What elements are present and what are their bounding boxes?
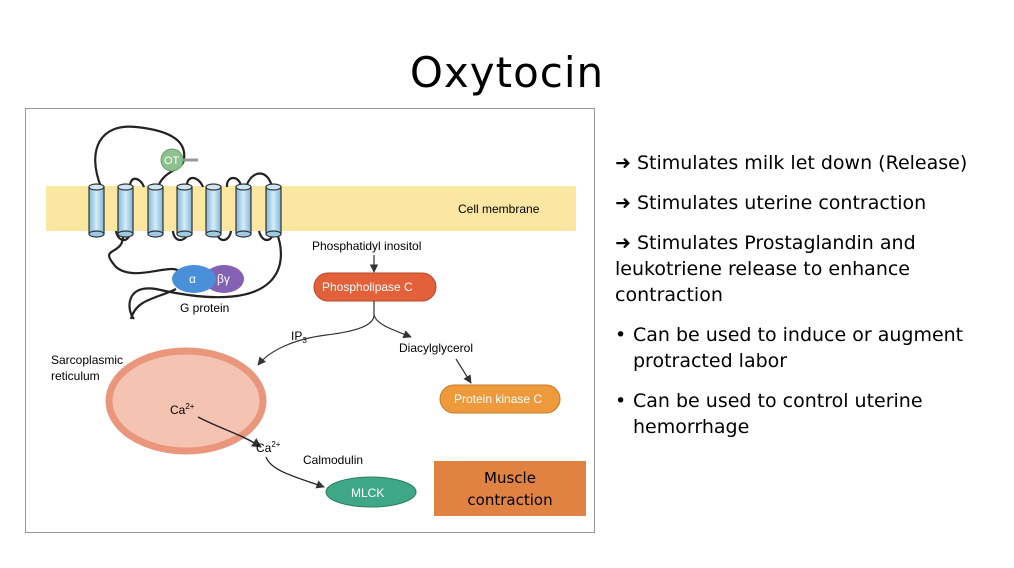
helix-6 [235,183,252,238]
calmodulin-label: Calmodulin [303,453,363,467]
phospholipase-c-node: Phospholipase C [313,272,437,302]
arrow-point: ➜ Stimulates uterine contraction [615,192,927,214]
mlck-label: MLCK [351,486,384,500]
sarcoplasmic-label: Sarcoplasmic [51,353,123,367]
arrow-point: ➜ Stimulates milk let down (Release) [615,152,968,174]
helix-2 [117,183,134,238]
arrow-icon: ➜ [615,192,631,214]
bullet-point: •Can be used to control uterine hemorrha… [615,390,923,438]
mlck-node: MLCK [325,476,417,508]
helix-4 [176,183,193,238]
bullet-dot-icon: • [615,324,627,346]
oxytocin-signaling-diagram: Cell membrane [25,108,595,533]
protein-kinase-c-label: Protein kinase C [454,392,542,406]
bullet-dot-icon: • [615,390,627,412]
g-protein-beta-gamma [204,265,244,293]
arrow-icon: ➜ [615,152,631,174]
sarcoplasmic-reticulum [105,347,267,455]
ligand-label: OT [164,155,180,167]
arrow-icon: ➜ [615,232,631,254]
helix-3 [147,183,164,238]
slide-title: Oxytocin [409,48,605,97]
alpha-label: α [189,272,196,286]
diacylglycerol-label: Diacylglycerol [399,341,473,355]
phosphatidyl-inositol-label: Phosphatidyl inositol [312,239,421,253]
ca-inside-label: Ca2+ [170,402,195,417]
pathway-svg: Cell membrane [46,125,576,508]
reticulum-label: reticulum [51,369,100,383]
ip3-label: IP3 [291,329,307,345]
helix-5 [205,183,222,238]
oxytocin-ligand: OT [160,148,198,172]
helix-7 [265,183,282,238]
g-protein-label: G protein [180,301,229,315]
muscle-contraction-box: Muscle contraction [434,461,586,516]
phospholipase-c-label: Phospholipase C [322,280,413,294]
beta-gamma-label: βγ [217,272,230,286]
cell-membrane-band [46,186,576,231]
bullet-list: ➜ Stimulates milk let down (Release) ➜ S… [615,150,1010,454]
helix-1 [88,183,105,238]
g-protein: α βγ G protein [172,265,244,315]
ca-released-label: Ca2+ [256,440,281,455]
transmembrane-helices [88,183,282,238]
bullet-point: •Can be used to induce or augment protra… [615,324,964,372]
protein-kinase-c-node: Protein kinase C [439,384,561,414]
g-protein-alpha [172,265,216,293]
cell-membrane-label: Cell membrane [458,202,540,216]
arrow-point: ➜ Stimulates Prostaglandin and leukotrie… [615,232,916,306]
